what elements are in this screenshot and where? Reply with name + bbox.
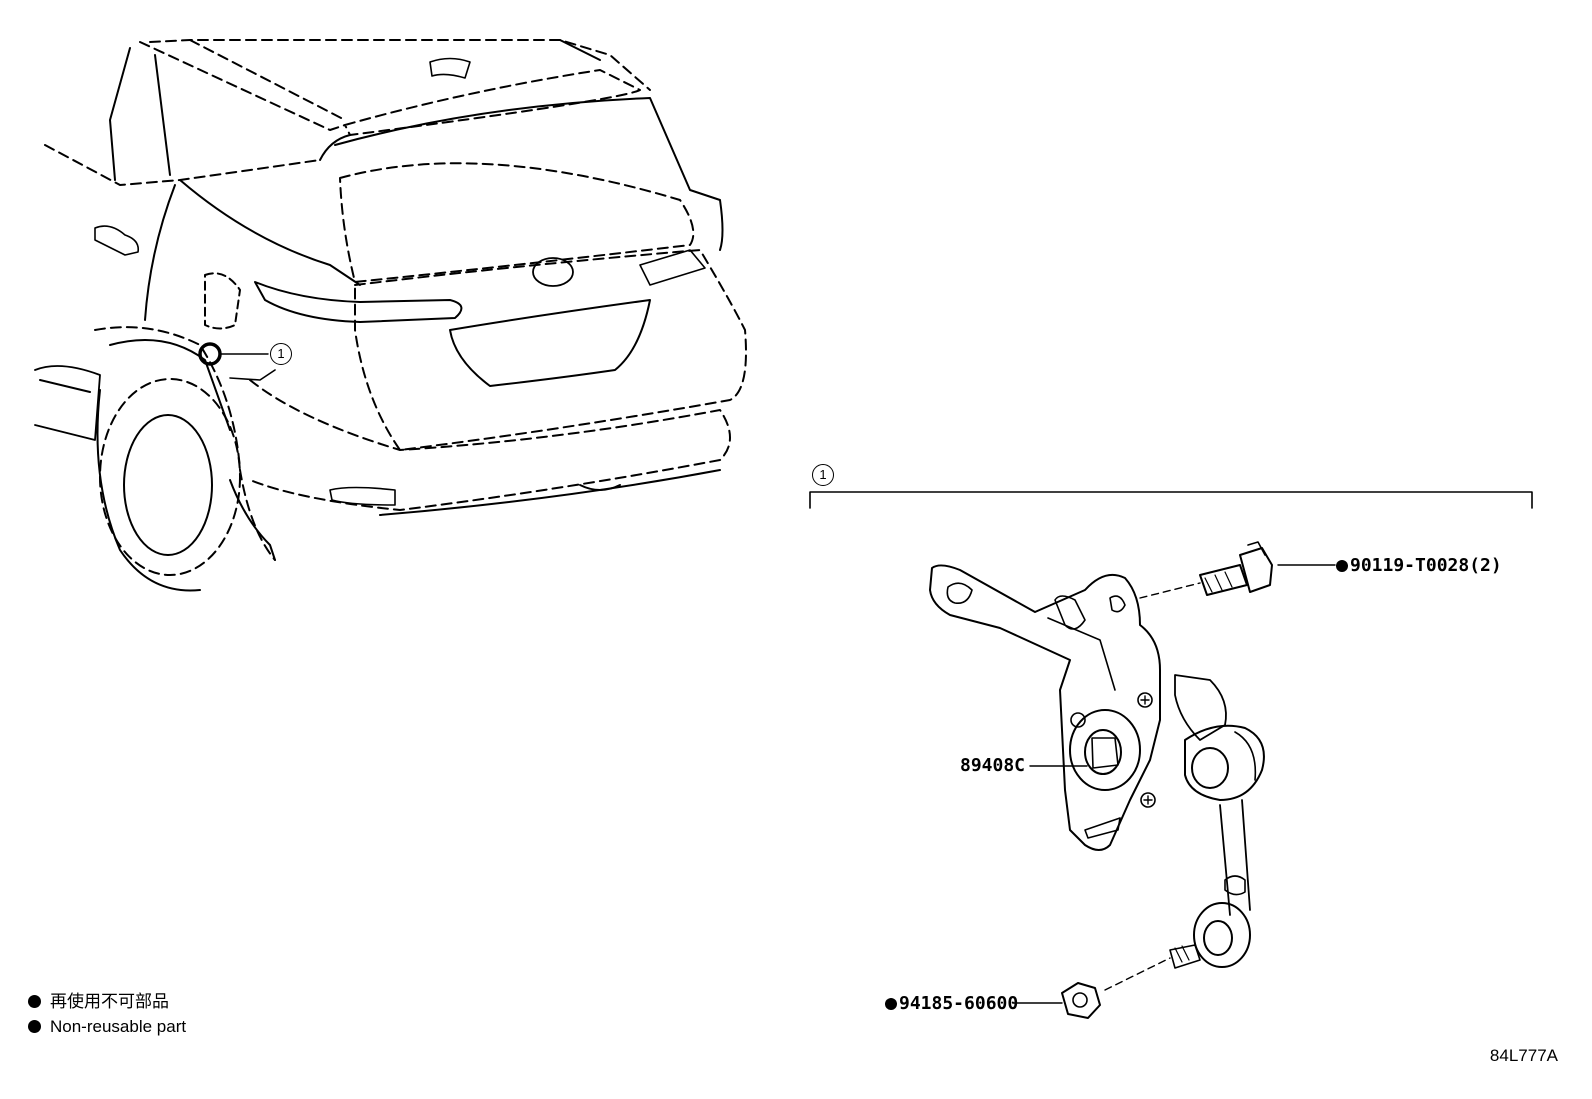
ref-number-vehicle: 1 xyxy=(270,343,292,365)
illustration-code: 84L777A xyxy=(1489,1046,1558,1065)
vehicle-illustration xyxy=(34,39,747,592)
legend-jp-text: 再使用不可部品 xyxy=(50,992,169,1011)
assembly-bracket xyxy=(809,491,1533,509)
height-control-sensor-illustration xyxy=(929,564,1265,969)
legend-en-text: Non-reusable part xyxy=(50,1017,187,1036)
legend-en: Non-reusable part xyxy=(28,1018,186,1035)
sensor-part-number: 89408C xyxy=(960,755,1026,776)
legend-dot xyxy=(28,1020,41,1033)
sensor-location-marker xyxy=(198,342,222,366)
bolt-part-number: 90119-T0028(2) xyxy=(1350,555,1502,576)
non-reusable-mark xyxy=(885,998,897,1010)
legend-jp: 再使用不可部品 xyxy=(28,993,169,1010)
legend-dot xyxy=(28,995,41,1008)
bolt-illustration xyxy=(1199,541,1273,596)
nut-illustration xyxy=(1061,982,1101,1019)
non-reusable-mark xyxy=(1336,560,1348,572)
nut-part-number: 94185-60600 xyxy=(899,993,1019,1014)
ref-number-assembly: 1 xyxy=(812,464,834,486)
